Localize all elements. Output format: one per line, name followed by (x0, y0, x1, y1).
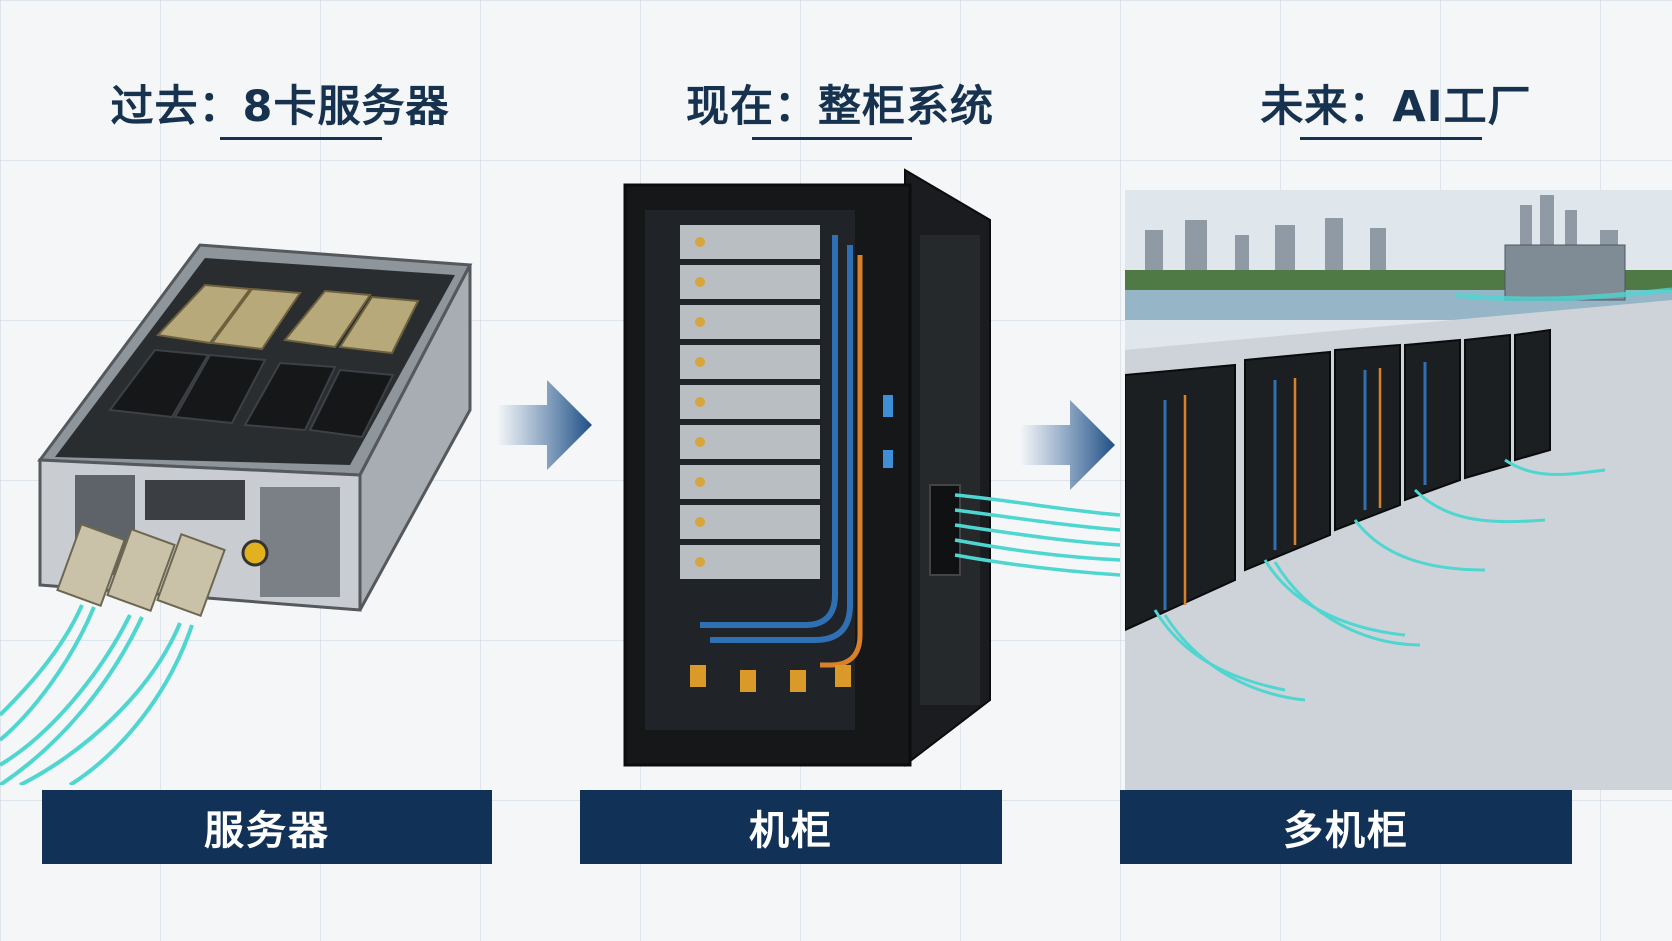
fiber-cables (0, 604, 194, 785)
arrow-right-icon (1020, 400, 1115, 490)
heatsink (108, 348, 395, 439)
panel-title: 未来：AI工厂 (1260, 82, 1532, 132)
rack-illustration (623, 168, 1120, 768)
panel-present: 现在：整柜系统 (560, 0, 1120, 941)
gpu-module (155, 283, 420, 355)
ai-factory-illustration (1125, 190, 1672, 790)
title-underline (220, 137, 382, 140)
fiber-cables (1153, 458, 1606, 702)
label-multi-rack: 多机柜 (1120, 790, 1572, 864)
panel-future: 未来：AI工厂 (1120, 0, 1672, 941)
arrow-right-icon (497, 380, 592, 470)
panel-title: 过去：8卡服务器 (110, 82, 450, 132)
label-server: 服务器 (42, 790, 492, 864)
label-rack: 机柜 (580, 790, 1002, 864)
title-underline (1300, 137, 1482, 140)
server-illustration (0, 243, 473, 785)
fiber-cables (954, 493, 1120, 577)
panel-past: 过去：8卡服务器 (0, 0, 592, 941)
panel-title: 现在：整柜系统 (686, 82, 994, 132)
rack-row (1125, 328, 1551, 632)
title-underline (752, 137, 912, 140)
